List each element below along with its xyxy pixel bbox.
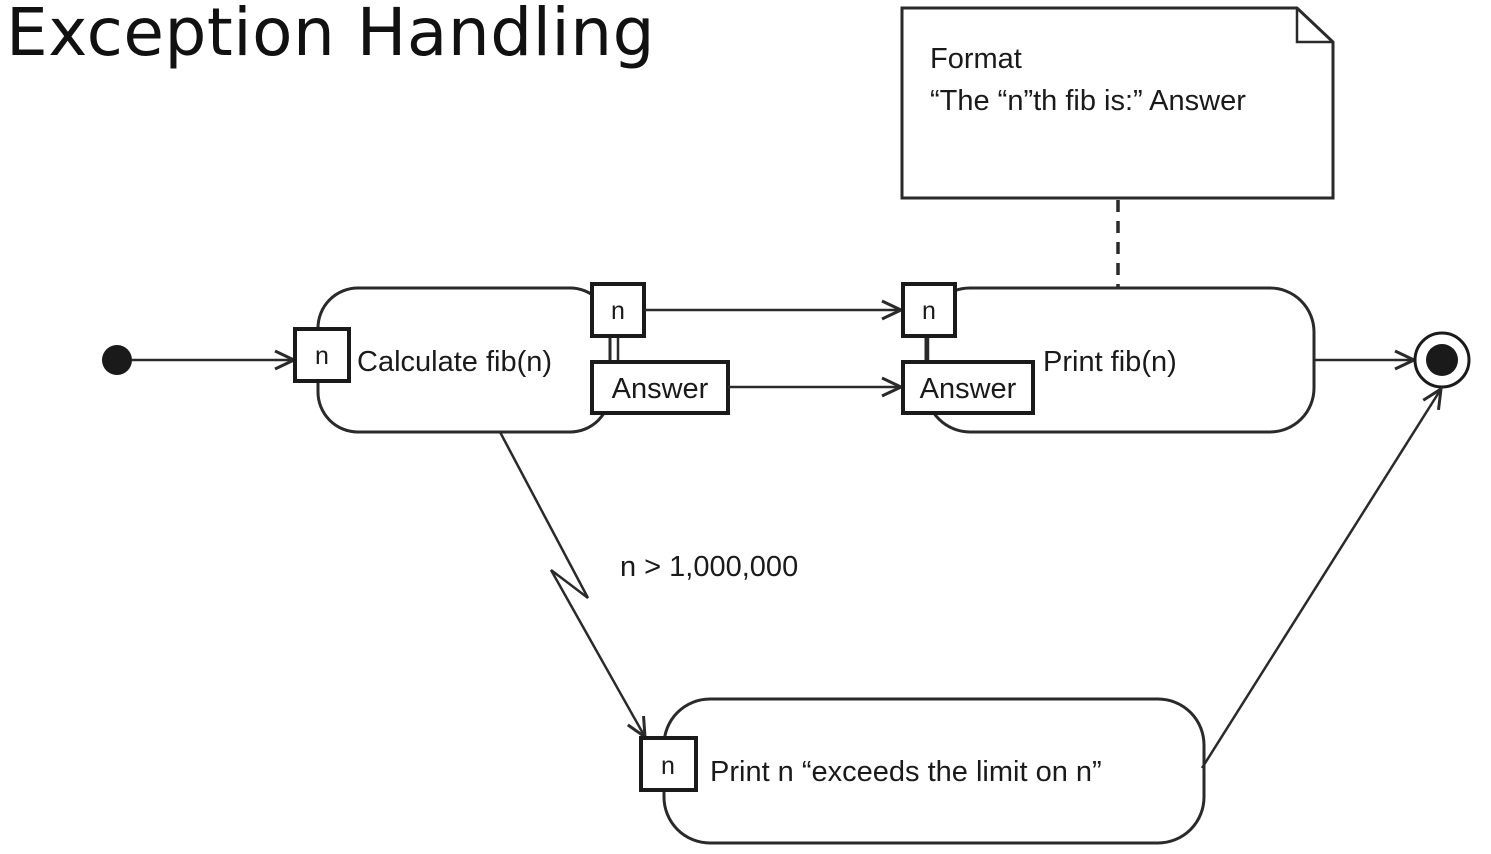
slide-title: Exception Handling xyxy=(6,0,655,71)
print-limit-label: Print n “exceeds the limit on n” xyxy=(710,756,1102,788)
calculate-output-pin-n: n xyxy=(590,282,646,338)
print-fib-input-pin-n: n xyxy=(901,282,957,338)
action-calculate-fib: Calculate fib(n) xyxy=(316,286,612,434)
calculate-input-pin-label: n xyxy=(315,342,329,370)
print-fib-input-pin-answer-label: Answer xyxy=(920,373,1017,405)
action-print-limit: Print n “exceeds the limit on n” xyxy=(662,697,1206,845)
action-print-fib: Print fib(n) xyxy=(924,286,1316,434)
final-node xyxy=(1413,331,1471,389)
calculate-output-pin-n-label: n xyxy=(611,297,625,325)
note-line-1: Format xyxy=(930,43,1022,75)
exception-flow-arrow xyxy=(498,431,645,737)
print-fib-input-pin-answer: Answer xyxy=(901,360,1035,415)
initial-node xyxy=(102,345,132,375)
calculate-output-pin-answer: Answer xyxy=(590,360,730,415)
exception-final-flow-arrow xyxy=(1200,389,1441,769)
calculate-input-pin-n: n xyxy=(293,327,351,383)
calculate-output-pin-answer-label: Answer xyxy=(612,373,709,405)
print-fib-label: Print fib(n) xyxy=(1043,346,1177,378)
print-limit-input-pin-label: n xyxy=(661,752,675,780)
note-line-2: “The “n”th fib is:” Answer xyxy=(930,85,1246,117)
format-note: Format “The “n”th fib is:” Answer xyxy=(900,6,1335,200)
print-fib-input-pin-n-label: n xyxy=(922,297,936,325)
calculate-label: Calculate fib(n) xyxy=(357,346,552,378)
exception-guard: n > 1,000,000 xyxy=(620,551,798,583)
print-limit-input-pin-n: n xyxy=(639,736,698,792)
